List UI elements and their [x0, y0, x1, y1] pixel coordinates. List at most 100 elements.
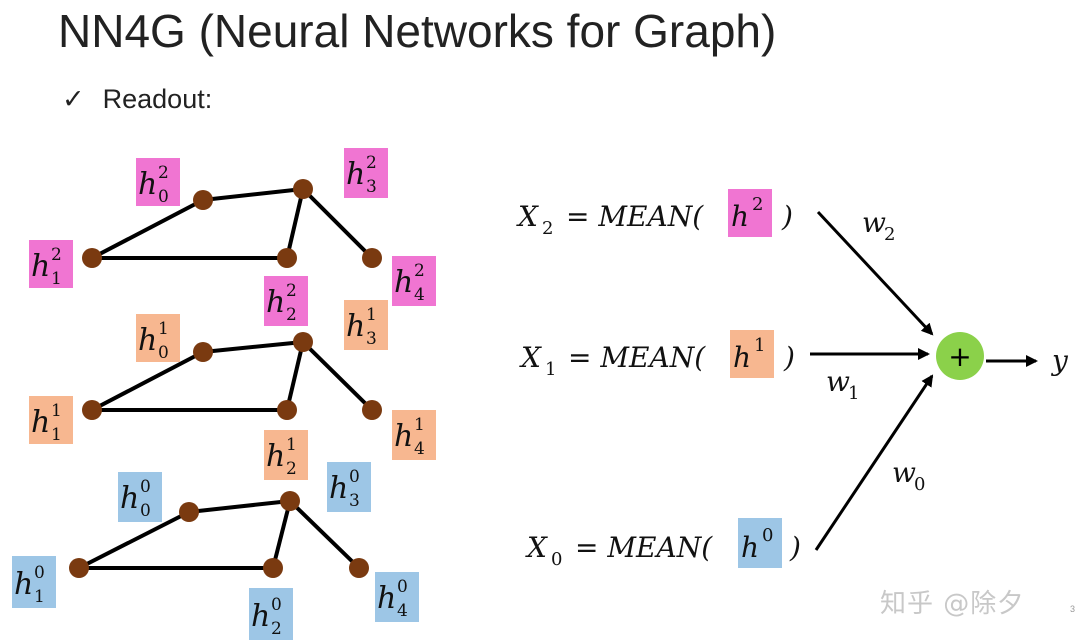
svg-text:2: 2	[271, 619, 282, 639]
graph-node	[179, 502, 199, 522]
svg-text:h: h	[120, 481, 139, 516]
svg-text:1: 1	[286, 435, 297, 455]
readout-bullet: ✓Readout:	[62, 84, 212, 115]
node-label: h 2 0	[136, 158, 180, 207]
equation-x2: X 2 = MEAN( h 2 )	[516, 189, 793, 239]
labels-layer-1: h 1 0 h 1 1 h 1 2 h 1 3 h 1 4	[29, 300, 436, 480]
svg-text:): )	[781, 200, 793, 233]
svg-text:h: h	[31, 249, 50, 284]
node-label: h 1 3	[344, 300, 388, 350]
svg-text:h: h	[346, 157, 365, 192]
svg-text:w: w	[826, 365, 850, 398]
graph-node	[280, 491, 300, 511]
svg-text:1: 1	[366, 305, 377, 325]
svg-text:w: w	[892, 456, 916, 489]
svg-text:2: 2	[158, 163, 169, 183]
edge	[285, 341, 305, 411]
svg-text:h: h	[733, 341, 751, 374]
svg-text:2: 2	[884, 224, 895, 245]
svg-text:2: 2	[286, 305, 297, 325]
svg-text:0: 0	[140, 477, 151, 497]
svg-text:): )	[783, 341, 795, 374]
svg-text:= MEAN(: = MEAN(	[575, 531, 713, 564]
svg-text:4: 4	[397, 601, 408, 621]
edge	[271, 500, 292, 569]
edge	[91, 350, 204, 412]
svg-text:1: 1	[51, 269, 62, 289]
edge	[301, 340, 374, 412]
svg-text:2: 2	[51, 245, 62, 265]
graph-node	[293, 179, 313, 199]
svg-text:1: 1	[34, 587, 45, 607]
slide-number: 3	[1070, 604, 1076, 614]
node-label: h 2 3	[344, 148, 388, 198]
edge	[202, 187, 304, 202]
svg-text:3: 3	[349, 491, 360, 511]
node-label: h 2 4	[392, 256, 436, 306]
svg-text:1: 1	[414, 415, 425, 435]
watermark: 知乎 @除夕	[880, 589, 1025, 619]
edge	[188, 499, 291, 514]
svg-text:h: h	[741, 531, 759, 564]
svg-text:= MEAN(: = MEAN(	[568, 341, 706, 374]
sum-node	[936, 332, 984, 380]
labels-layer-2: h 2 0 h 2 1 h 2 2 h 2 3 h 2 4	[29, 148, 436, 326]
h-highlight	[738, 518, 782, 568]
arrow-x0	[814, 374, 934, 551]
node-label: h 1 4	[392, 410, 436, 460]
edge	[202, 340, 304, 354]
svg-text:2: 2	[286, 281, 297, 301]
plus-symbol: +	[948, 340, 971, 373]
svg-text:2: 2	[542, 218, 553, 239]
node-label: h 0 4	[375, 572, 419, 622]
svg-text:h: h	[266, 439, 285, 474]
svg-text:h: h	[731, 200, 749, 233]
svg-text:h: h	[251, 599, 270, 634]
svg-text:0: 0	[551, 549, 562, 570]
svg-text:3: 3	[366, 177, 377, 197]
svg-text:h: h	[394, 265, 413, 300]
graph-layer-2	[82, 179, 382, 268]
svg-text:): )	[789, 531, 801, 564]
weight-w2: w 2	[862, 206, 895, 245]
graph-node	[193, 190, 213, 210]
weight-w1: w 1	[826, 365, 859, 404]
graph-layer-0	[69, 491, 369, 578]
svg-text:h: h	[31, 405, 50, 440]
node-label: h 0 3	[327, 462, 371, 512]
svg-text:4: 4	[414, 285, 425, 305]
svg-text:= MEAN(: = MEAN(	[566, 200, 704, 233]
output-y: y	[1050, 344, 1069, 377]
graph-node	[349, 558, 369, 578]
svg-text:h: h	[266, 285, 285, 320]
svg-text:2: 2	[414, 261, 425, 281]
svg-text:X: X	[516, 200, 539, 233]
node-label: h 2 1	[29, 240, 73, 289]
bullet-text: Readout:	[102, 84, 213, 114]
graph-node	[193, 342, 213, 362]
node-label: h 1 0	[136, 314, 180, 363]
svg-text:1: 1	[754, 335, 765, 356]
graph-node	[362, 400, 382, 420]
svg-text:1: 1	[51, 401, 62, 421]
weight-w0: w 0	[892, 456, 925, 495]
svg-text:0: 0	[158, 187, 169, 207]
svg-text:0: 0	[140, 501, 151, 521]
slide-title: NN4G (Neural Networks for Graph)	[58, 5, 777, 57]
svg-text:w: w	[862, 206, 886, 239]
svg-text:h: h	[394, 419, 413, 454]
h-highlight	[730, 330, 774, 378]
edge	[285, 188, 305, 259]
edge	[78, 510, 190, 570]
node-label: h 0 1	[12, 556, 56, 608]
graph-node	[263, 558, 283, 578]
edge	[288, 499, 361, 570]
svg-text:0: 0	[914, 474, 925, 495]
graph-node	[277, 400, 297, 420]
h-highlight	[728, 189, 772, 237]
edge	[91, 198, 204, 260]
node-label: h 0 0	[118, 472, 162, 522]
svg-text:2: 2	[286, 459, 297, 479]
svg-text:0: 0	[158, 343, 169, 363]
